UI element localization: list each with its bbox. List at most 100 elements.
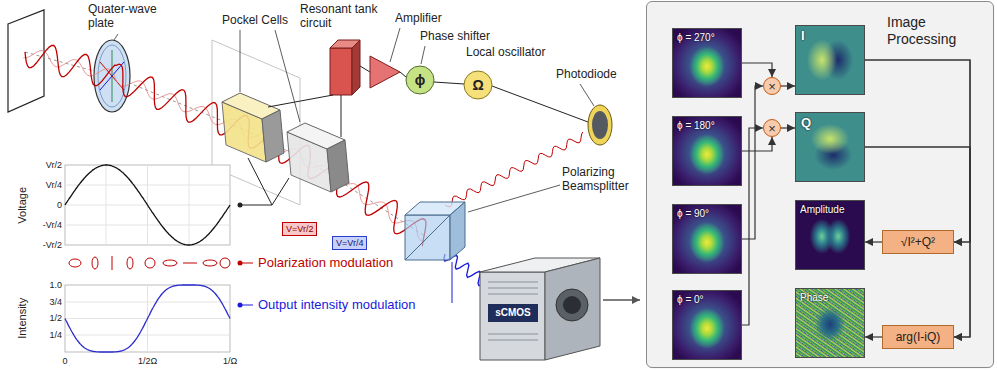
voltage-chart [65, 165, 230, 245]
multiplier: × [763, 119, 781, 137]
signal-connector [865, 60, 970, 242]
camera [488, 334, 538, 335]
node-text: × [768, 80, 776, 93]
beamsplitter-cube [405, 215, 450, 260]
camera-arrow [603, 299, 640, 301]
wires [240, 178, 289, 205]
voltage-chart [65, 165, 230, 245]
signal-connector [742, 63, 772, 77]
wires [268, 95, 333, 107]
leader-lines [240, 30, 241, 92]
pockels-cell [262, 110, 284, 162]
tick-label: Vr/2 [46, 160, 62, 170]
polarization-states [183, 263, 197, 264]
camera [488, 288, 538, 289]
quarter-wave-plate [98, 45, 126, 107]
leader-lines [580, 84, 594, 106]
signal-label: Polarization modulation [258, 256, 393, 271]
signal-connector [865, 336, 882, 337]
result-image: Phase [795, 288, 865, 358]
node-text: Phase [800, 292, 828, 303]
polarization-states [163, 260, 177, 266]
beamsplitter-cube [405, 215, 450, 260]
result-image: Amplitude [795, 200, 865, 270]
symbol-label: Ω [472, 77, 483, 93]
leader-lines [114, 34, 118, 40]
tick-label: 1/Ω [223, 356, 237, 366]
voltage-tag: V=Vr/4 [332, 236, 367, 250]
wires [240, 66, 588, 205]
phase-shifter-symbol [406, 66, 434, 94]
intensity-chart [65, 285, 230, 352]
operation-box: √I²+Q² [882, 230, 954, 254]
wires [434, 82, 464, 84]
tank-circuit [352, 40, 360, 95]
result-image: Q [795, 112, 865, 182]
result-image: I [795, 25, 865, 95]
wave [25, 45, 426, 246]
camera [488, 282, 538, 283]
wires [492, 86, 588, 122]
signal-links [238, 203, 243, 208]
polarization-states [69, 259, 81, 267]
tick-label: 3/4 [49, 297, 62, 307]
processing-panel: Image Processingϕ = 270°ϕ = 180°ϕ = 90°ϕ… [646, 1, 994, 368]
photodiode-symbol [588, 105, 612, 145]
leader-lines [468, 185, 560, 212]
signal-connector [742, 86, 763, 239]
camera [556, 289, 588, 321]
intensity-chart [65, 285, 230, 352]
part-label: Pockel Cells [222, 14, 288, 28]
intensity-chart [65, 285, 230, 352]
leader-lines [390, 28, 400, 62]
tank-circuit [330, 48, 352, 95]
camera [563, 296, 581, 314]
node-text: ϕ = 90° [677, 208, 709, 219]
tick-label: 1.0 [49, 280, 62, 290]
node-text: Amplitude [800, 204, 844, 215]
tank-circuit [330, 40, 360, 95]
signal-connector [865, 147, 970, 337]
part-label: Amplifier [395, 12, 442, 26]
phase-shifter-symbol [406, 66, 434, 94]
tick-label: 0 [57, 200, 62, 210]
part-label: Resonant tank circuit [300, 3, 390, 31]
phase-image: ϕ = 180° [672, 116, 742, 186]
amplifier-symbol [370, 56, 400, 88]
photodiode-symbol [588, 105, 612, 145]
part-label: Quater-wave plate [88, 3, 168, 31]
phase-image: ϕ = 0° [672, 290, 742, 360]
signal-links [238, 203, 453, 308]
node-text: I [801, 28, 805, 43]
voltage-tag: V=Vr/2 [282, 222, 317, 236]
leader-lines [275, 30, 300, 122]
signal-connector [742, 137, 772, 151]
polarization-states [69, 256, 230, 270]
axis-title: Voltage [16, 187, 29, 224]
camera [545, 258, 600, 360]
signal-links [240, 305, 253, 306]
polarization-states [127, 257, 133, 269]
node-text: √I²+Q² [901, 235, 935, 249]
tick-label: 1/2 [49, 313, 62, 323]
signal-links [240, 263, 253, 264]
quarter-wave-plate [94, 40, 130, 112]
polarization-states [145, 258, 155, 268]
signal-connector [781, 85, 795, 86]
leader-lines [421, 46, 425, 64]
quarter-wave-plate [94, 40, 130, 112]
signal-connector [781, 127, 795, 128]
amplifier-symbol [370, 56, 400, 88]
camera [480, 272, 545, 360]
signal-connector [865, 241, 882, 242]
tick-label: 0 [62, 356, 67, 366]
camera-label: sCMOS [495, 307, 531, 319]
camera-arrow [603, 300, 640, 301]
photodiode-symbol [592, 111, 608, 139]
tick-label: Vr/4 [46, 180, 62, 190]
signal-connector [742, 128, 763, 325]
part-label: Local oscillator [466, 46, 545, 60]
camera [488, 340, 538, 341]
signal-label: Output intensity modulation [258, 298, 416, 313]
